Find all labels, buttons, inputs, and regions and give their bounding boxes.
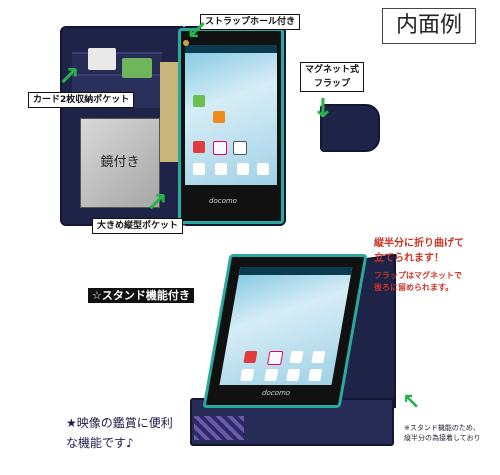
stand-label: ☆スタンド機能付き [88,288,194,303]
card-green [122,58,152,78]
arrow-icon: ↙ [186,16,208,46]
movie-caption-1: ★映像の鑑賞に便利 [66,416,173,430]
fold-caption-1: 縦半分に折り曲げて [374,238,464,249]
app-icon [193,163,205,175]
status-bar [238,267,353,275]
phone-top: docomo [178,28,284,224]
flap-caption-2: 後ろに留められます。 [374,283,454,292]
mirror-label: 鏡付き [100,155,140,170]
carrier-label: docomo [261,389,291,397]
movie-caption-2: な機能です♪ [66,436,134,450]
open-case: 鏡付き docomo [60,22,380,228]
magnetic-flap [320,104,380,152]
arrow-icon: ↓ [312,94,334,124]
flap-caption-1: フラップはマグネットで [374,271,462,280]
app-icon [237,163,249,175]
app-icon [240,369,255,381]
phone-screen-stand [219,267,353,385]
stand-case: docomo [180,248,400,448]
app-icon [311,351,326,363]
arrow-icon: ↖ [402,390,421,415]
magnet-flap-text: マグネット式 フラップ [305,65,360,89]
app-icon [215,163,227,175]
arrow-icon: ↗ [58,62,80,92]
app-icon [267,351,284,365]
page-title: 内面例 [395,13,462,38]
phone-screen-top [185,45,277,185]
app-icon [213,141,227,155]
carrier-label: docomo [209,197,237,205]
card-pocket-label: カード2枚収納ポケット [28,92,135,108]
app-icon [193,141,205,153]
mirror: 鏡付き [80,118,160,208]
app-icon [264,369,279,381]
app-icon [257,163,269,175]
app-icon [289,351,304,363]
phone-stand: docomo [202,254,368,408]
stand-note-1: ※スタンド機能のため、 [404,424,480,432]
stand-base-pattern [194,416,244,440]
app-icon [308,369,323,381]
large-pocket-label: 大きめ縦型ポケット [92,218,184,234]
strap-hole-label: ストラップホール付き [200,14,301,30]
title-box: 内面例 [382,8,476,44]
app-icon [286,369,301,381]
app-icon [233,141,247,155]
magnet-flap-label: マグネット式 フラップ [300,62,365,92]
stand-note-2: 縦半分の為接着しており [404,434,481,442]
app-icon [193,95,205,107]
strap-hole-icon [183,40,189,46]
app-icon [243,351,258,363]
app-icon [213,111,225,123]
status-bar [185,45,277,53]
card-white [88,48,116,70]
fold-caption-2: 立てられます！ [374,253,444,264]
arrow-icon: ↗ [146,188,168,218]
card-cash [160,62,180,162]
